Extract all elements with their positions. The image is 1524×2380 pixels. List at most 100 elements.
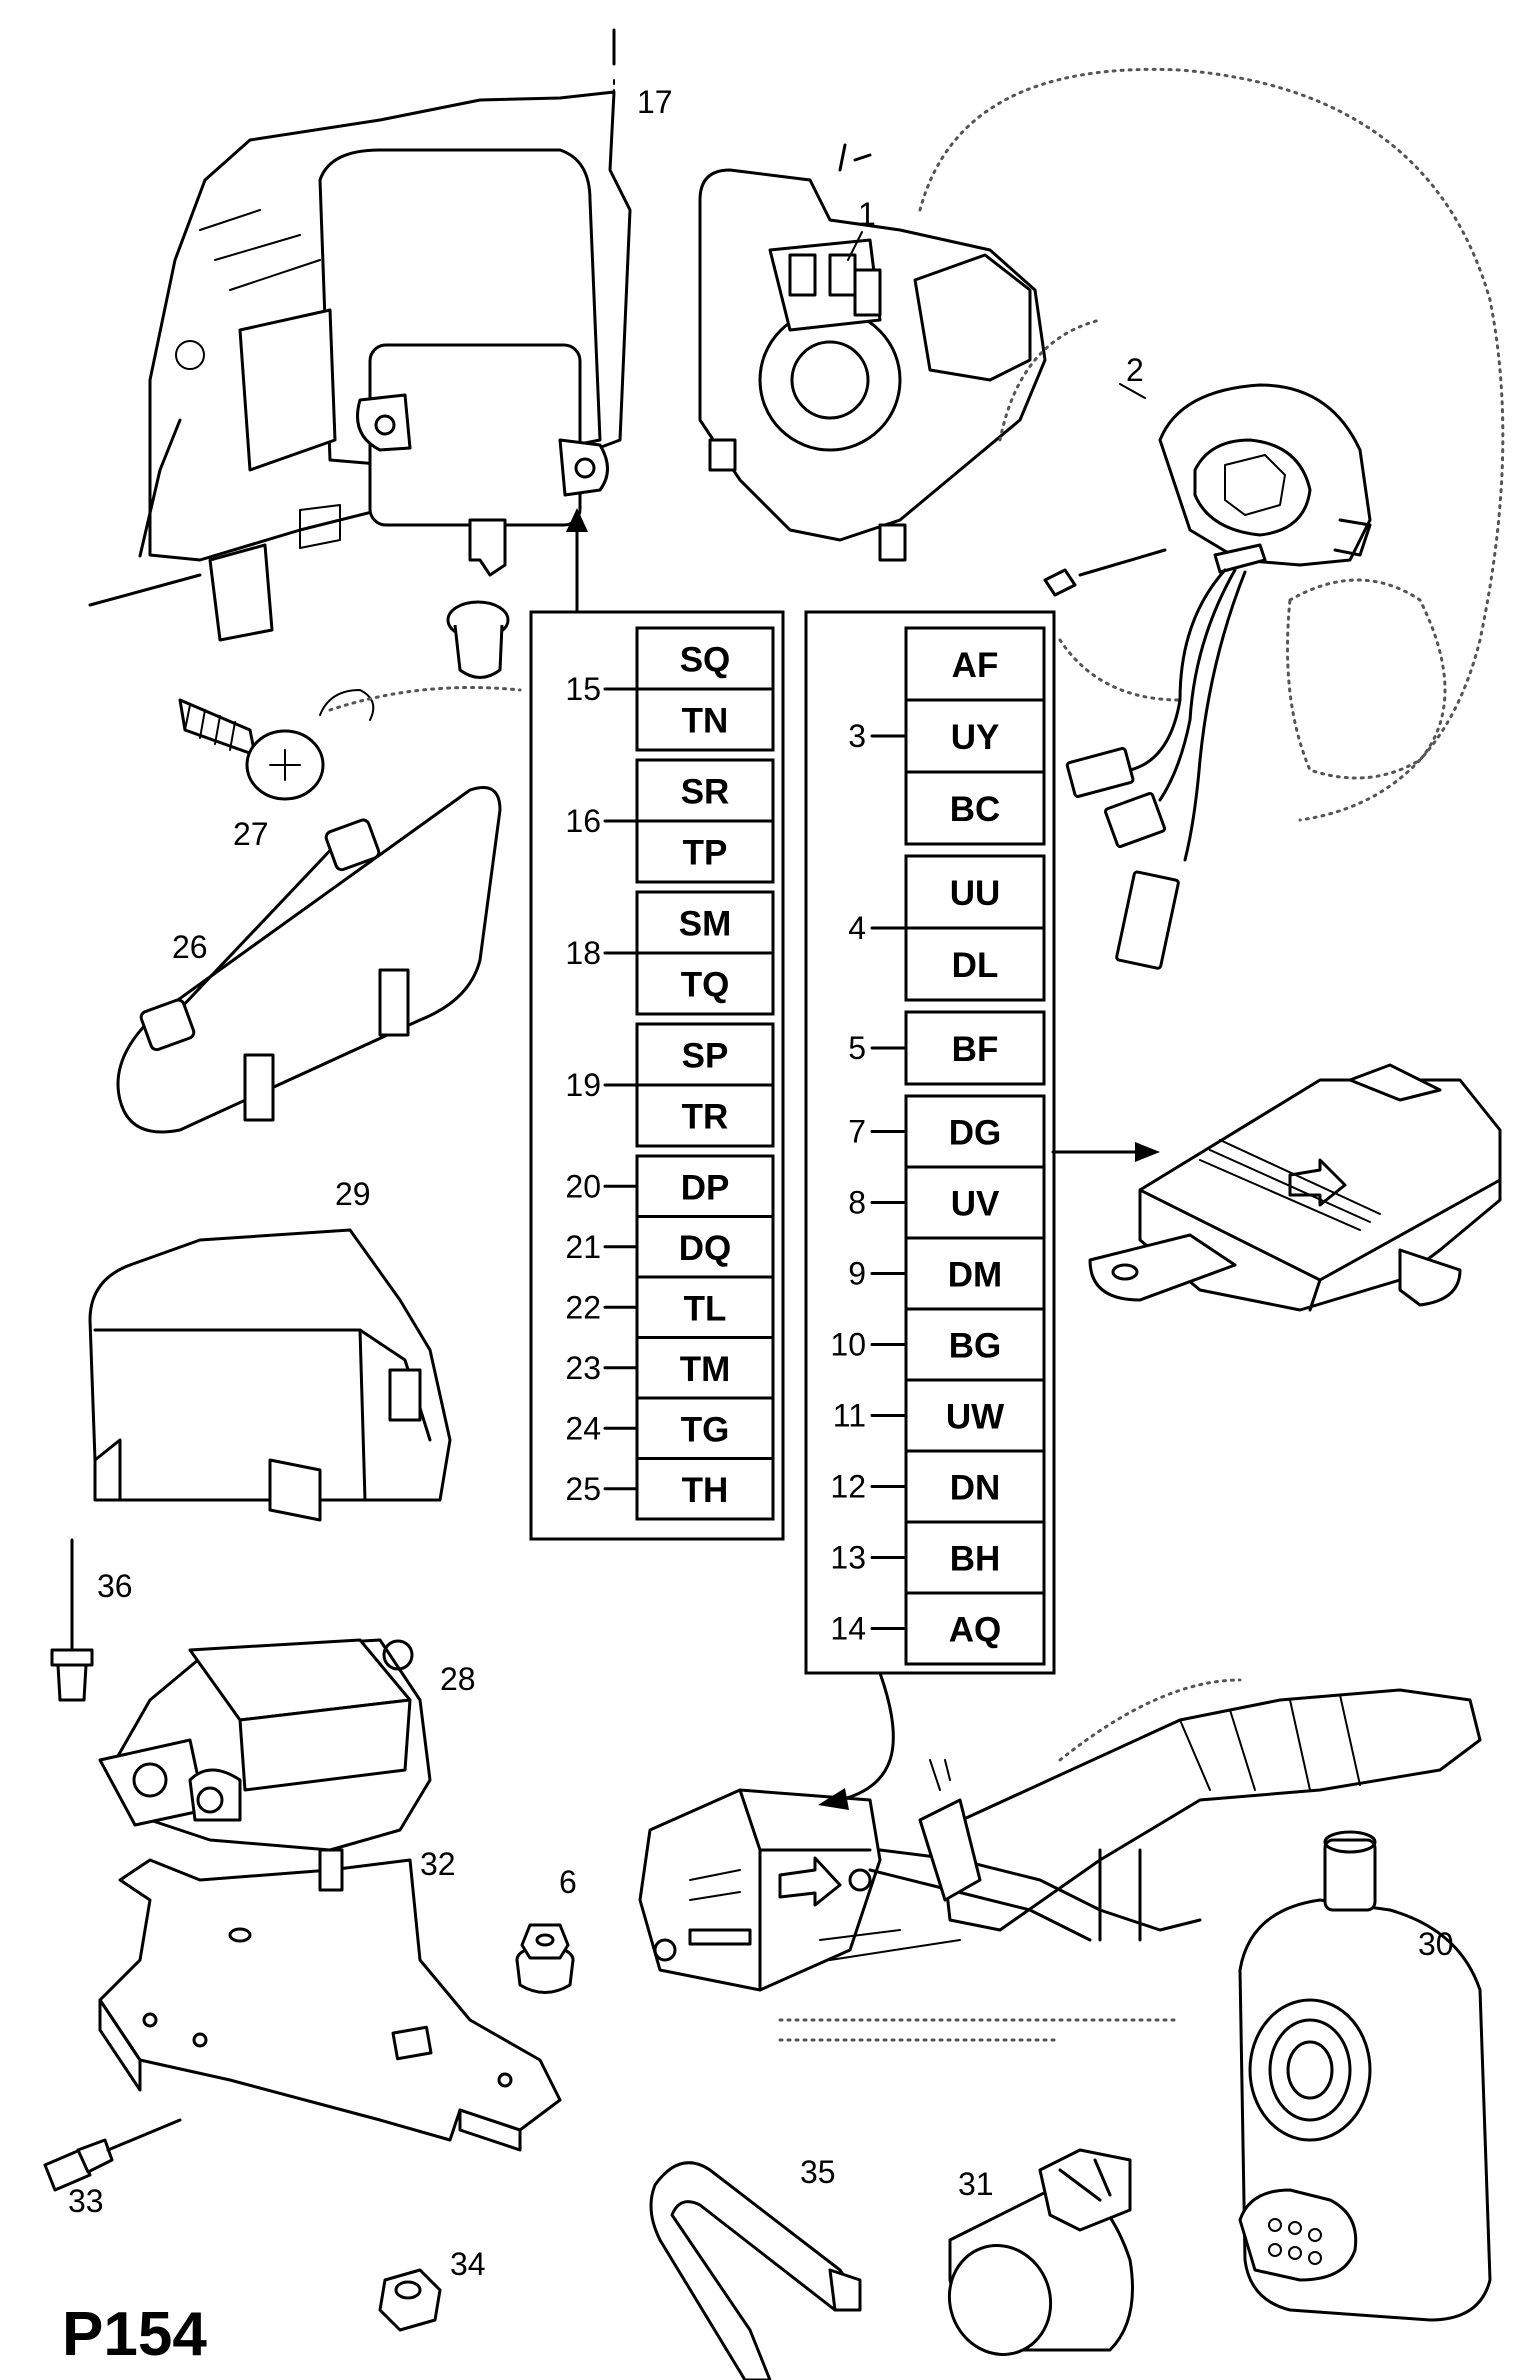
label-1: 1: [858, 196, 876, 232]
code-cell: DM: [948, 1256, 1002, 1295]
label-31: 31: [958, 2166, 994, 2202]
row-number: 14: [830, 1611, 866, 1647]
code-cell: TH: [682, 1471, 729, 1510]
group-number: 16: [565, 803, 601, 839]
code-cell: UW: [946, 1398, 1004, 1437]
label-32: 32: [420, 1846, 456, 1882]
right-table-frame: [804, 610, 1056, 1675]
code-row-box: [904, 1165, 1046, 1240]
row-number: 24: [565, 1410, 601, 1446]
part-33-rivet-illustration: [43, 2118, 182, 2192]
code-row-box: [635, 1457, 775, 1521]
page-label: P154: [62, 2300, 207, 2369]
grommet-illustration: [446, 600, 510, 679]
code-row-box: [904, 1378, 1046, 1453]
label-2: 2: [1126, 352, 1144, 388]
part-6-nut-illustration: [515, 1923, 575, 1994]
part-34-nut-illustration: [378, 2268, 442, 2332]
part-32-mounting-plate-illustration: [98, 1848, 562, 2152]
part-1-ignition-switch-illustration: [698, 143, 1047, 562]
code-cell: TM: [680, 1350, 731, 1389]
left-table-frame: [529, 610, 785, 1541]
code-cell: DN: [950, 1469, 1001, 1508]
code-cell: DQ: [679, 1229, 732, 1268]
code-cell: AF: [952, 646, 999, 685]
group-number: 15: [565, 671, 601, 707]
code-cell: DG: [949, 1114, 1002, 1153]
row-number: 10: [830, 1327, 866, 1363]
part-30-switch-illustration: [1238, 1830, 1492, 2322]
code-cell: SR: [681, 773, 730, 812]
handbrake-control-unit-illustration: [638, 1678, 1482, 2042]
label-35: 35: [800, 2154, 836, 2190]
label-28: 28: [440, 1661, 476, 1697]
code-cell: UY: [951, 718, 1000, 757]
code-cell: SP: [682, 1037, 729, 1076]
label-30: 30: [1418, 1926, 1454, 1962]
code-cell: TG: [681, 1410, 730, 1449]
row-number: 11: [833, 1398, 866, 1434]
part-35-clip-illustration: [649, 2161, 862, 2380]
code-cell: DL: [952, 946, 999, 985]
label-17: 17: [637, 84, 673, 120]
code-cell: BC: [950, 790, 1001, 829]
code-cell: SQ: [680, 641, 731, 680]
code-cell: UU: [950, 874, 1001, 913]
code-cell: BF: [952, 1030, 999, 1069]
label-29: 29: [335, 1176, 371, 1212]
group-number: 19: [565, 1067, 601, 1103]
row-number: 13: [830, 1540, 866, 1576]
part-36-rivet-illustration: [50, 1538, 94, 1702]
group-number: 4: [848, 910, 866, 946]
code-cell: UV: [951, 1185, 1000, 1224]
code-cell: DP: [681, 1168, 730, 1207]
part-26-bracket-illustration: [116, 786, 502, 1134]
part-2-clock-spring-illustration: [1043, 383, 1372, 970]
label-26: 26: [172, 929, 208, 965]
label-34: 34: [450, 2246, 486, 2282]
code-cell: BH: [950, 1540, 1001, 1579]
row-number: 25: [565, 1471, 601, 1507]
label-6: 6: [559, 1864, 577, 1900]
label-36: 36: [97, 1568, 133, 1604]
part-17-dashboard-panel-illustration: [88, 28, 632, 642]
row-number: 20: [565, 1168, 601, 1204]
code-group-box: [904, 1010, 1046, 1086]
row-number: 7: [848, 1114, 866, 1150]
group-number: 18: [565, 935, 601, 971]
code-row-box: [635, 1275, 775, 1339]
code-cell: BG: [949, 1327, 1002, 1366]
right-code-table: AFUYBC3UUDL4BF5DG7UV8DM9BG10UW11DN12BH13…: [804, 610, 1056, 1675]
row-number: 12: [830, 1469, 866, 1505]
steering-wheel-outline: [918, 67, 1505, 822]
code-cell: TN: [682, 702, 729, 741]
code-row-box: [904, 1591, 1046, 1666]
row-number: 22: [565, 1289, 601, 1325]
row-number: 21: [565, 1229, 601, 1265]
part-29-cover-illustration: [88, 1228, 452, 1522]
label-27: 27: [233, 816, 269, 852]
part-27-screw-illustration: [178, 686, 522, 801]
part-31-sleeve-illustration: [947, 2148, 1134, 2356]
label-33: 33: [68, 2183, 104, 2219]
code-cell: AQ: [949, 1611, 1002, 1650]
code-cell: TR: [682, 1098, 729, 1137]
row-number: 23: [565, 1350, 601, 1386]
code-row-box: [904, 1520, 1046, 1595]
airbag-control-unit-illustration: [1088, 1063, 1502, 1312]
group-number: 3: [848, 718, 866, 754]
row-number: 9: [848, 1256, 866, 1292]
code-cell: TP: [683, 834, 728, 873]
part-number-labels: 17 1 2 27 26 29 36 28 32 6 33 34 30 31 3…: [68, 84, 1454, 2282]
code-row-box: [635, 1215, 775, 1279]
connector-arrows: [566, 231, 1160, 1810]
part-28-sensor-module-illustration: [98, 1638, 432, 1852]
code-cell: TL: [684, 1289, 727, 1328]
code-cell: SM: [679, 905, 732, 944]
code-group-box: [904, 626, 1046, 846]
code-row-box: [635, 1154, 775, 1218]
group-number: 5: [848, 1030, 866, 1066]
code-cell: TQ: [681, 966, 730, 1005]
